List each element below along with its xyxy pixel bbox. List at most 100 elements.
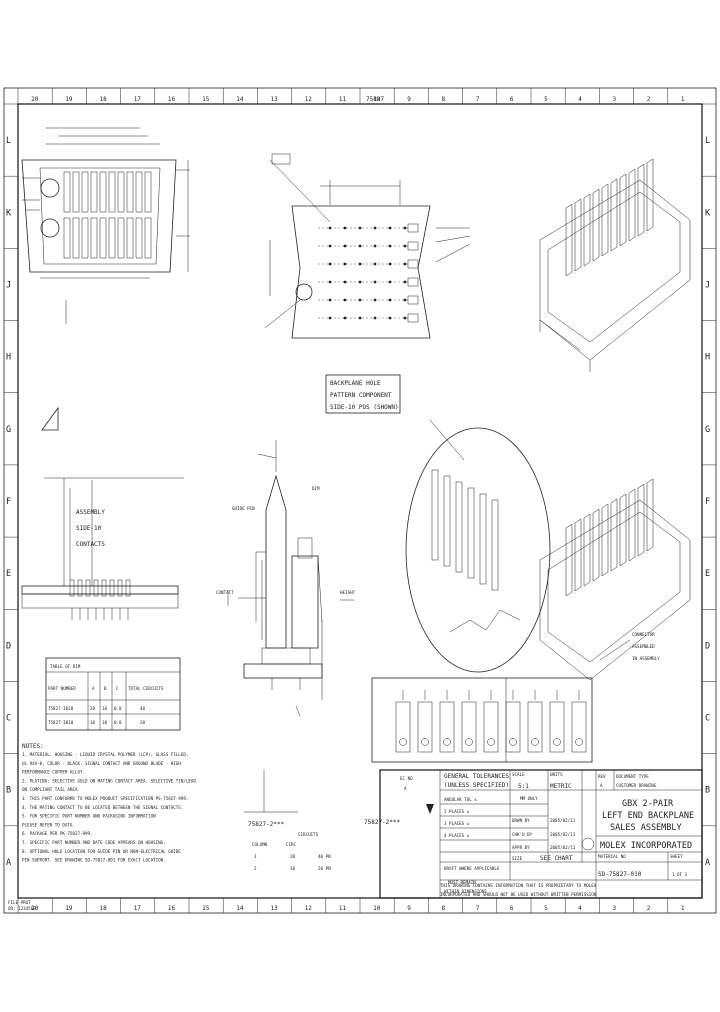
column-label: 18 — [100, 96, 108, 103]
part-chart-r2-1: 2 — [254, 866, 257, 871]
corner-label-2: OR: 1234568 — [8, 906, 36, 911]
scale-label: SCALE — [512, 772, 525, 777]
table-row-2-part: 75827-1010 — [48, 720, 74, 725]
column-label: 5 — [544, 905, 548, 912]
notes-title: NOTES: — [22, 743, 44, 750]
column-label: 6 — [510, 96, 514, 103]
detail-contact — [479, 493, 487, 585]
title-line-1: GBX 2-PAIR — [622, 799, 674, 809]
contact-position — [417, 701, 433, 753]
part-chart-col-2: CIRC — [286, 842, 297, 847]
column-label: 3 — [613, 905, 617, 912]
contact-fin — [637, 163, 645, 237]
dimension-table: TABLE OF DIM PART NUMBER A B C TOTAL CIR… — [45, 657, 181, 731]
contact-slot — [117, 171, 125, 213]
column-label: 14 — [236, 905, 244, 912]
pin-callout-2: CONTACT — [216, 590, 234, 595]
doc-type-value: CUSTOMER DRAWING — [616, 783, 657, 788]
hole — [343, 226, 347, 230]
contact-fin — [637, 483, 645, 557]
column-label: 19 — [65, 905, 73, 912]
drawing-units: MM ONLY — [520, 796, 538, 801]
column-label: 12 — [305, 905, 313, 912]
column-label: 4 — [578, 96, 582, 103]
table-row-1-circuits: 40 — [140, 706, 146, 711]
contact-fin — [601, 503, 609, 577]
hole-label-box — [407, 241, 419, 251]
side-pin — [93, 579, 99, 597]
contact-fin — [583, 193, 591, 267]
note-line: UL 94V-0, COLOR - BLACK. SIGNAL CONTACT … — [22, 761, 181, 766]
contact-fin — [619, 493, 627, 567]
column-label: 4 — [578, 905, 582, 912]
ec-value: A — [404, 786, 407, 791]
part-number-chart: 75827-2*** CIRCUITS COLUMN CIRC 1 20 40 … — [244, 770, 331, 871]
column-label: 2 — [647, 905, 651, 912]
hole — [403, 298, 407, 302]
table-row-1-b: 10 — [102, 706, 108, 711]
side-pin — [77, 579, 83, 597]
row-label: A — [6, 858, 11, 868]
doc-type-label: DOCUMENT TYPE — [616, 774, 649, 779]
column-label: 6 — [510, 905, 514, 912]
table-header-circuits: TOTAL CIRCUITS — [128, 686, 164, 691]
hole-label-box — [407, 277, 419, 287]
sheet-label: SHEET — [670, 854, 683, 859]
hole — [343, 280, 347, 284]
row-label: G — [705, 425, 710, 435]
note-line: ON COMPLIANT TAIL AREA. — [22, 787, 80, 792]
tolerance-3pl: 3 PLACES ± — [444, 821, 470, 826]
contact-slot — [135, 217, 143, 259]
mating-detail-strip — [371, 677, 593, 763]
tolerance-header-2: (UNLESS SPECIFIED) — [444, 782, 509, 789]
mating-note-1: CONNECTOR — [632, 632, 655, 637]
part-number-bottom: 75827-2*** — [364, 819, 401, 826]
row-label: L — [6, 136, 11, 146]
column-label: 9 — [407, 905, 411, 912]
title-line-3: SALES ASSEMBLY — [610, 823, 682, 833]
table-row-1-part: 75827-1020 — [48, 706, 74, 711]
contact-fin — [628, 168, 636, 242]
column-label: 16 — [168, 905, 176, 912]
must-remain: MUST REMAIN — [448, 880, 476, 885]
size-label: SIZE — [512, 856, 523, 861]
note-line: 3. THIS PART CONFORMS TO MOLEX PRODUCT S… — [22, 796, 188, 801]
column-label: 11 — [339, 905, 347, 912]
mounting-hole — [295, 283, 313, 301]
hole — [343, 316, 347, 320]
scale-value: 5:1 — [518, 783, 529, 790]
contact-position — [483, 701, 499, 753]
note-line: 8. OPTIONAL HOLE LOCATION FOR GUIDE PIN … — [22, 849, 181, 854]
draft-note: DRAFT WHERE APPLICABLE — [444, 866, 500, 871]
hole — [343, 298, 347, 302]
row-label: B — [6, 786, 11, 796]
iso-contacts-top — [565, 158, 654, 277]
contact-slot — [135, 171, 143, 213]
table-title: TABLE OF DIM — [50, 664, 81, 669]
column-label: 2 — [647, 96, 651, 103]
column-label: 13 — [271, 96, 279, 103]
approved-label: APPR BY — [512, 845, 530, 850]
column-label: 1 — [681, 96, 685, 103]
hole-label-box — [407, 223, 419, 233]
row-label: D — [6, 641, 11, 651]
mating-note-3: IN ASSEMBLY — [632, 656, 660, 661]
detail-contact — [431, 469, 439, 561]
row-label: F — [6, 497, 11, 507]
document-number: SD-75827-010 — [598, 871, 642, 878]
table-row-2-c: 0.0 — [114, 720, 122, 725]
row-label: D — [705, 641, 710, 651]
row-label: H — [6, 353, 11, 363]
contact-fin — [565, 203, 573, 277]
column-label: 7 — [476, 96, 480, 103]
side-pin — [69, 579, 75, 597]
column-label: 8 — [442, 96, 446, 103]
hole-rows — [318, 223, 419, 323]
hole-label-box — [407, 295, 419, 305]
mating-note-2: ASSEMBLED — [632, 644, 655, 649]
within-dimensions: WITHIN DIMENSIONS — [444, 889, 487, 894]
contact-slot — [99, 171, 107, 213]
contact-slot — [126, 171, 134, 213]
column-label: 20 — [31, 905, 39, 912]
detail-circle — [405, 419, 551, 673]
